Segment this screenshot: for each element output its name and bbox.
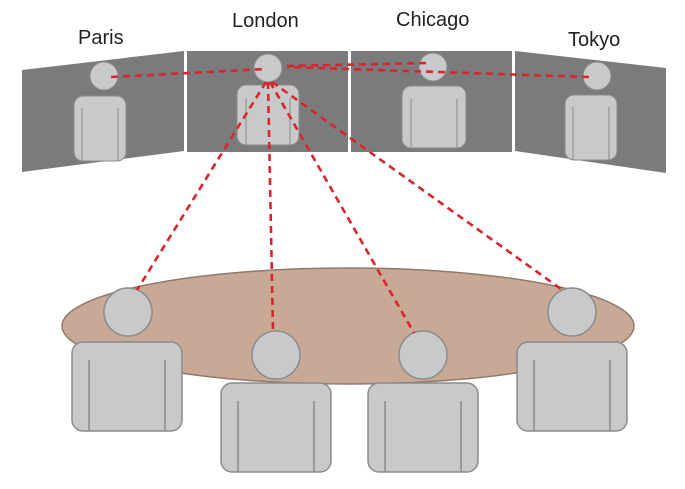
person-body (401, 85, 467, 149)
person-body (564, 94, 618, 161)
gaze-line-tokyo-london (286, 65, 590, 79)
gaze-line-london-seat-3 (268, 81, 416, 334)
label-chicago: Chicago (396, 9, 469, 31)
gaze-line-london-seat-2 (266, 81, 275, 332)
person-head (418, 52, 448, 82)
person-body (220, 382, 332, 473)
person-body (71, 341, 183, 432)
person-head (398, 330, 448, 380)
gaze-line-paris-london (110, 67, 267, 79)
local-participant-1 (71, 287, 183, 432)
label-paris: Paris (78, 27, 124, 49)
gaze-line-london-seat-1 (135, 81, 268, 291)
label-tokyo: Tokyo (568, 29, 620, 51)
person-body (516, 341, 628, 432)
person-body (367, 382, 479, 473)
remote-participant-paris (73, 61, 127, 162)
person-head (547, 287, 597, 337)
local-participant-2 (220, 330, 332, 473)
person-head (251, 330, 301, 380)
person-head (103, 287, 153, 337)
person-head (89, 61, 119, 91)
person-head (253, 53, 283, 83)
gaze-lines (110, 61, 590, 334)
local-participant-3 (367, 330, 479, 473)
local-participant-4 (516, 287, 628, 432)
remote-participant-tokyo (564, 61, 618, 161)
label-london: London (232, 10, 299, 32)
conference-table (61, 267, 635, 385)
person-body (73, 95, 127, 162)
remote-participant-chicago (401, 52, 467, 149)
